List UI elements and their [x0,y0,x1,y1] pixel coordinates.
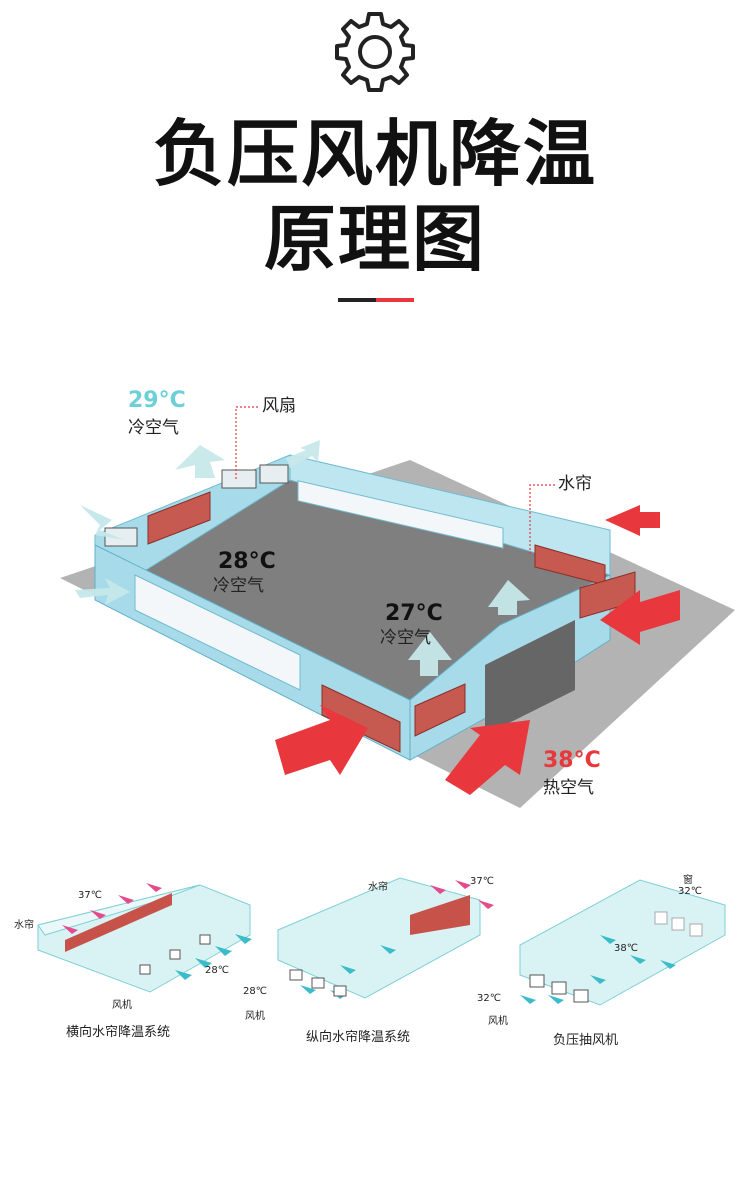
sys2-caption: 纵向水帘降温系统 [306,1030,411,1045]
sys2-temp-out: 28℃ [243,986,267,997]
cold-air-arrows [75,440,530,676]
sys3-temp-inside: 38℃ [614,943,638,954]
system-3-building [519,879,726,1006]
sys3-caption: 负压抽风机 [553,1033,619,1048]
sys1-temp-out: 28℃ [205,965,229,976]
page-title-line1: 负压风机降温 [152,112,597,196]
sys1-label-curtain: 水帘 [14,920,34,931]
desc-inner-left: 冷空气 [213,576,264,596]
temp-inner-right: 27°C [385,601,443,626]
system-1-building [37,883,252,993]
back-windows [297,480,504,549]
sys3-label-fan: 风机 [488,1016,508,1027]
temp-inner-left: 28°C [218,549,276,574]
sys3-label-window: 窗 [683,875,693,886]
hot-air-arrows [275,505,680,795]
desc-outside-hot: 热空气 [543,778,594,798]
sys2-label-curtain: 水帘 [368,882,388,893]
page-title-line2: 原理图 [263,197,486,281]
sys2-temp-in: 37℃ [470,876,494,887]
sys1-temp-in: 37℃ [78,890,102,901]
system-2-building [277,877,494,999]
desc-inner-right: 冷空气 [380,628,431,648]
temp-outside-hot: 38°C [543,748,601,773]
water-curtains [147,491,636,753]
sys3-temp-window: 32℃ [678,886,702,897]
label-fan: 风扇 [262,396,296,416]
sys1-label-fan: 风机 [112,1000,132,1011]
sys1-caption: 横向水帘降温系统 [66,1025,171,1040]
desc-outside-cold: 冷空气 [128,418,179,438]
main-diagram [60,440,735,808]
sys2-label-fan: 风机 [245,1011,265,1022]
system-diagrams [37,877,726,1006]
temp-outside-cold: 29°C [128,388,186,413]
title-divider-accent [376,298,414,302]
fans [104,464,289,547]
label-curtain: 水帘 [558,474,592,494]
title-divider [338,298,376,302]
gable-door [485,620,575,735]
front-windows [134,574,301,691]
gear-icon [335,12,415,92]
sys3-temp-out: 32℃ [477,993,501,1004]
